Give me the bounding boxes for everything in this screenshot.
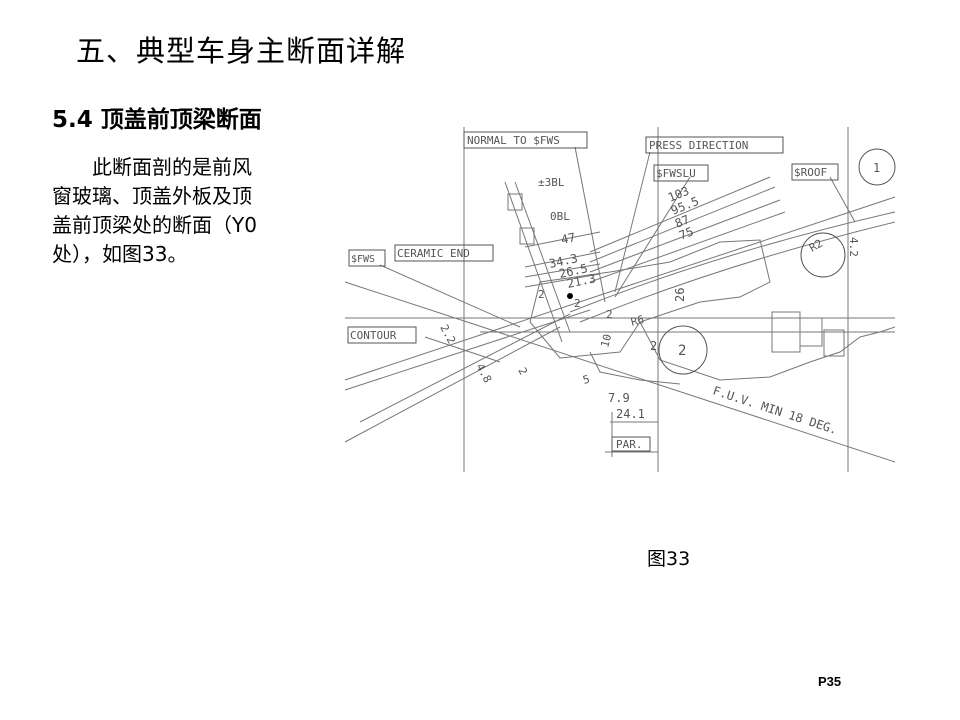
dimension-value: 75 <box>677 224 696 242</box>
dim-line <box>589 211 786 283</box>
balloon-circle <box>800 232 846 278</box>
dimension-value: 2 <box>538 288 545 301</box>
body-line: 此断面剖的是前风 <box>52 155 252 179</box>
dim-line <box>589 176 771 253</box>
drawing-label: ±3BL <box>538 176 565 189</box>
balloon-circle <box>658 325 708 375</box>
inner-panel <box>639 321 896 381</box>
balloon-circle <box>858 148 896 186</box>
dimension-value: 34.3 <box>548 251 579 271</box>
leader-line <box>829 176 856 223</box>
roof-panel <box>569 211 896 313</box>
body-line: 盖前顶梁处的断面（Y0 <box>52 213 257 237</box>
dim-line <box>589 199 781 273</box>
dimension-value: 24.1 <box>616 407 645 421</box>
page-number: P35 <box>818 674 842 689</box>
ref-line <box>504 181 563 343</box>
label-box <box>791 163 839 181</box>
drawing-label: R6 <box>629 313 645 329</box>
drawing-label: 2 <box>650 339 657 353</box>
dimension-value: 26 <box>673 288 687 302</box>
body-line: 处），如图33。 <box>52 242 188 266</box>
drawing-label: PAR. <box>616 438 643 451</box>
dimension-value: 87 <box>673 212 692 230</box>
dim-line <box>524 273 601 288</box>
drawing-label: NORMAL TO $FWS <box>467 134 560 147</box>
section-heading: 5.4 顶盖前顶梁断面 <box>52 107 262 133</box>
dimension-value: 21.3 <box>566 271 597 291</box>
label-box <box>394 244 494 262</box>
label-box <box>347 326 417 344</box>
dimension-value: 7.9 <box>608 391 630 405</box>
ref-line <box>514 181 571 333</box>
drawing-label: F.U.V. MIN 18 DEG. <box>711 384 839 438</box>
dimension-value: 4.8 <box>473 361 494 385</box>
leader-line <box>379 264 521 328</box>
clip-bracket <box>823 329 845 357</box>
drawing-label: $FWS <box>351 254 375 265</box>
dimension-value: 2 <box>515 365 530 377</box>
label-box <box>348 249 386 267</box>
label-box <box>611 436 651 452</box>
fuv-line <box>344 281 896 463</box>
drawing-label: CONTOUR <box>350 329 397 342</box>
page-title: 五、典型车身主断面详解 <box>76 34 407 68</box>
dim-line <box>524 263 601 278</box>
leader-line <box>614 151 651 293</box>
dimension-value: 47 <box>560 230 577 247</box>
dimension-value: 2 <box>606 308 613 321</box>
label-box <box>653 164 709 182</box>
drawing-label: $ROOF <box>794 166 827 179</box>
dimension-value: 5 <box>581 373 591 387</box>
dim-line <box>524 251 601 268</box>
label-box <box>645 136 784 154</box>
dimension-value: 26.5 <box>558 261 589 281</box>
dimension-value: 2 <box>574 297 581 310</box>
drawing-label: $FWSLU <box>656 167 696 180</box>
leader-line <box>614 176 691 298</box>
dimension-value: 4.2 <box>847 237 860 257</box>
clip-bracket <box>799 317 823 347</box>
inner-panel <box>589 351 681 385</box>
body-line: 窗玻璃、顶盖外板及顶 <box>52 184 252 208</box>
roof-panel <box>579 221 896 323</box>
drawing-label: PRESS DIRECTION <box>649 139 748 152</box>
drawing-label: 1 <box>873 161 880 175</box>
label-box <box>463 131 588 149</box>
drawing-label: 2 <box>678 343 686 359</box>
leader-line <box>424 336 501 363</box>
datum-point <box>567 293 573 299</box>
leader-line <box>574 146 606 303</box>
drawing-label: 0BL <box>550 210 570 223</box>
body-paragraph: 此断面剖的是前风 窗玻璃、顶盖外板及顶 盖前顶梁处的断面（Y0 处），如图33。 <box>52 153 304 269</box>
contour-line <box>344 326 561 443</box>
dimension-value: 10 <box>598 333 614 349</box>
glass-line <box>344 309 591 391</box>
dim-line <box>589 186 776 263</box>
drawing-label: CERAMIC END <box>397 247 470 260</box>
figure-caption: 图33 <box>647 548 691 570</box>
drawing-label: R2 <box>807 237 825 255</box>
section-drawing: NORMAL TO $FWS PRESS DIRECTION $FWSLU $R… <box>344 127 896 472</box>
